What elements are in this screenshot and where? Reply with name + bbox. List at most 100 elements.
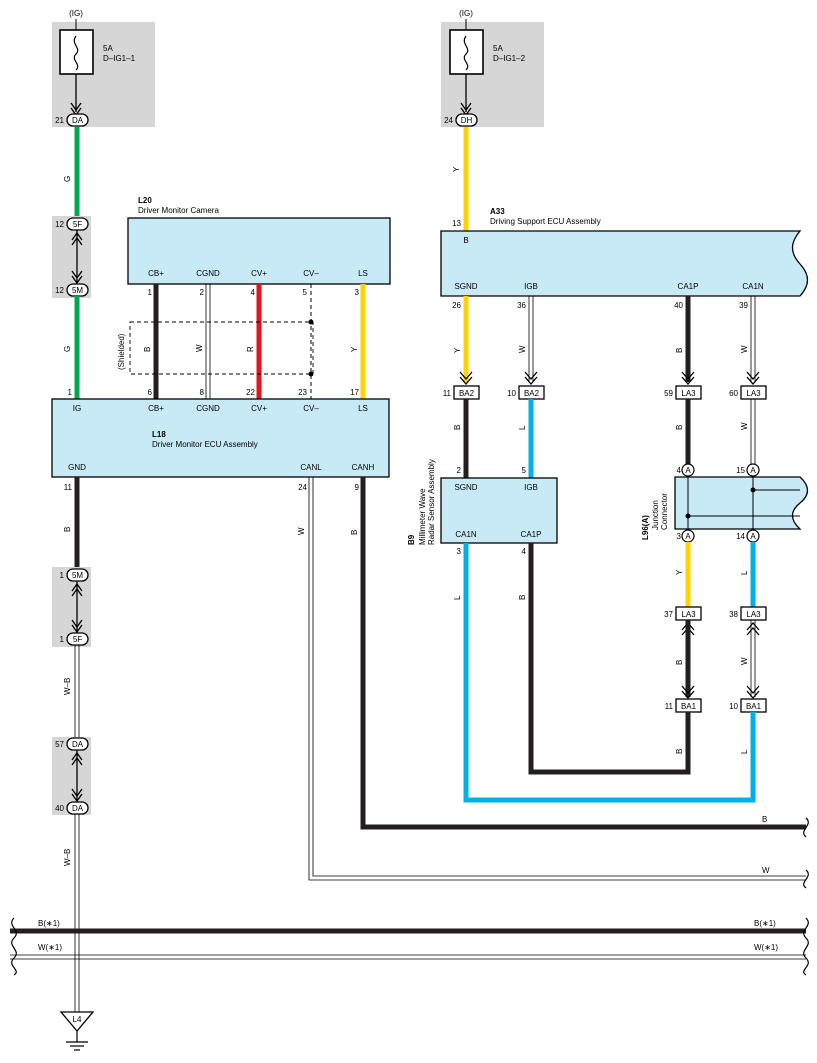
ecu-pin-num-canh: 9 [355, 483, 360, 492]
arrow-up-icon [71, 582, 83, 597]
arrow-down-icon [71, 270, 83, 285]
ecu-pin-cv-minus: CV– [303, 404, 319, 413]
fuse-supply-label: (IG) [459, 9, 473, 18]
radar-name-1: Millimeter Wave [418, 488, 427, 545]
jc-pin-badge-15 [746, 463, 760, 477]
connector-pin: 37 [664, 610, 673, 619]
wire-sgnd-y-label: Y [453, 347, 462, 353]
wire-canh-label: B [350, 530, 359, 535]
camera-pin-num-1: 1 [148, 288, 153, 297]
wire-label-y: Y [350, 346, 359, 352]
connector-pin: 38 [729, 610, 738, 619]
wire-canl-w-a [308, 477, 806, 881]
support-ecu-pin-num-40: 40 [674, 301, 683, 310]
radar-box [440, 477, 558, 544]
fuse-name: D–IG1–1 [103, 54, 136, 63]
bus-w-left-label: W(∗1) [38, 943, 62, 952]
jc-pin-num-14: 14 [736, 532, 745, 541]
connector-la3-60: LA3 60 [729, 385, 767, 400]
support-ecu-box [440, 230, 809, 297]
ecu-pin-canl: CANL [300, 463, 322, 472]
ecu-pin-num-gnd: 11 [64, 483, 73, 492]
junction-da-code-bottom: DA [72, 804, 84, 813]
support-ecu-pin-b: B [463, 236, 468, 245]
jc-box [674, 476, 809, 530]
ground-triangle-icon [59, 1011, 95, 1033]
bus-b-left-label: B(∗1) [38, 919, 60, 928]
radar-pin-num-2: 2 [457, 466, 462, 475]
arrow-up-icon [746, 622, 760, 636]
wire-ba1-b-label: B [675, 660, 684, 665]
junction-5m-pin: 12 [55, 286, 64, 295]
radar-pin-sgnd: SGND [454, 483, 477, 492]
connector-dh-pin: 24 [444, 116, 453, 125]
junction-5m-code: 5M [72, 571, 83, 580]
radar-code: B9 [407, 534, 416, 545]
junction-5m-5f-bottom: 5M 1 5F 1 [52, 567, 91, 647]
jc-pin-letter-14: A [750, 532, 756, 541]
wire-ba1-b-down-label: B [675, 749, 684, 754]
camera-pin-cgnd: CGND [196, 269, 220, 278]
junction-5f-code: 5F [73, 635, 82, 644]
fuse-element-icon [463, 35, 469, 71]
junction-5f-5m-top: 5F 12 5M 12 [52, 216, 91, 298]
connector-badge [740, 606, 767, 621]
radar-pin-num-4: 4 [522, 547, 527, 556]
fuse-rating: 5A [493, 44, 503, 53]
junction-5f-pin: 12 [55, 220, 64, 229]
fuse-body [59, 29, 94, 75]
ground-l4: L4 [59, 1011, 95, 1051]
junction-da-badge-bottom [66, 801, 89, 815]
wire-g-label-1: G [63, 176, 72, 182]
ecu-pin-num-cb: 6 [148, 388, 153, 397]
junction-da-pin-top: 57 [55, 740, 64, 749]
jc-pin-badge-4 [681, 463, 695, 477]
ecu-pin-cb: CB+ [148, 404, 164, 413]
connector-ba2-11: BA2 11 [443, 385, 480, 400]
radar-pin-ca1p: CA1P [521, 530, 542, 539]
connector-la3-37: LA3 37 [664, 606, 702, 621]
break-mark-b [803, 817, 809, 838]
shield-node-top [308, 319, 314, 325]
ecu-pin-num-cv-minus: 23 [298, 388, 307, 397]
ecu-pin-canh: CANH [352, 463, 375, 472]
wire-ca1p-b2-label: B [675, 425, 684, 430]
bus-b-right-label: B(∗1) [754, 919, 776, 928]
connector-pin: 60 [729, 389, 738, 398]
connector-dh-badge [455, 113, 478, 127]
connector-dh-code: DH [461, 116, 473, 125]
support-ecu-pin-num-39: 39 [739, 301, 748, 310]
support-ecu-pin-ca1n: CA1N [742, 282, 764, 291]
camera-pin-ls: LS [358, 269, 368, 278]
ecu-pin-cv-plus: CV+ [251, 404, 267, 413]
connector-code: LA3 [681, 389, 696, 398]
camera-pin-cv-minus: CV– [303, 269, 319, 278]
radar-pin-num-5: 5 [522, 466, 527, 475]
connector-ba1-11: BA1 11 [665, 698, 702, 713]
arrow-down-icon [459, 371, 473, 385]
connector-pin: 11 [665, 702, 674, 711]
fuse-supply-label: (IG) [69, 9, 83, 18]
camera-pin-cv-plus: CV+ [251, 269, 267, 278]
wire-y-label: Y [452, 166, 461, 172]
break-mark-left [11, 917, 17, 976]
wire-ca1p-b-label: B [675, 348, 684, 353]
junction-5m-pin: 1 [60, 571, 65, 580]
wire-wb-label-1: W–B [63, 678, 72, 695]
wire-jc-y-label: Y [675, 569, 684, 575]
wire-radar-ca1n-blue [463, 543, 756, 803]
ecu-pin-ig: IG [73, 404, 81, 413]
arrow-down-icon [524, 371, 538, 385]
ground-code: L4 [73, 1015, 82, 1024]
driving-support-ecu: A33 Driving Support ECU Assembly 13 B SG… [440, 207, 809, 310]
support-ecu-code: A33 [490, 207, 505, 216]
ecu-pin-num-cgnd: 8 [200, 388, 205, 397]
support-ecu-name: Driving Support ECU Assembly [490, 217, 601, 226]
jc-node [685, 513, 691, 519]
shielded-label: (Shielded) [117, 333, 126, 370]
connector-code: BA1 [681, 702, 697, 711]
junction-5f-pin: 1 [60, 635, 65, 644]
radar-pin-igb: IGB [524, 483, 538, 492]
